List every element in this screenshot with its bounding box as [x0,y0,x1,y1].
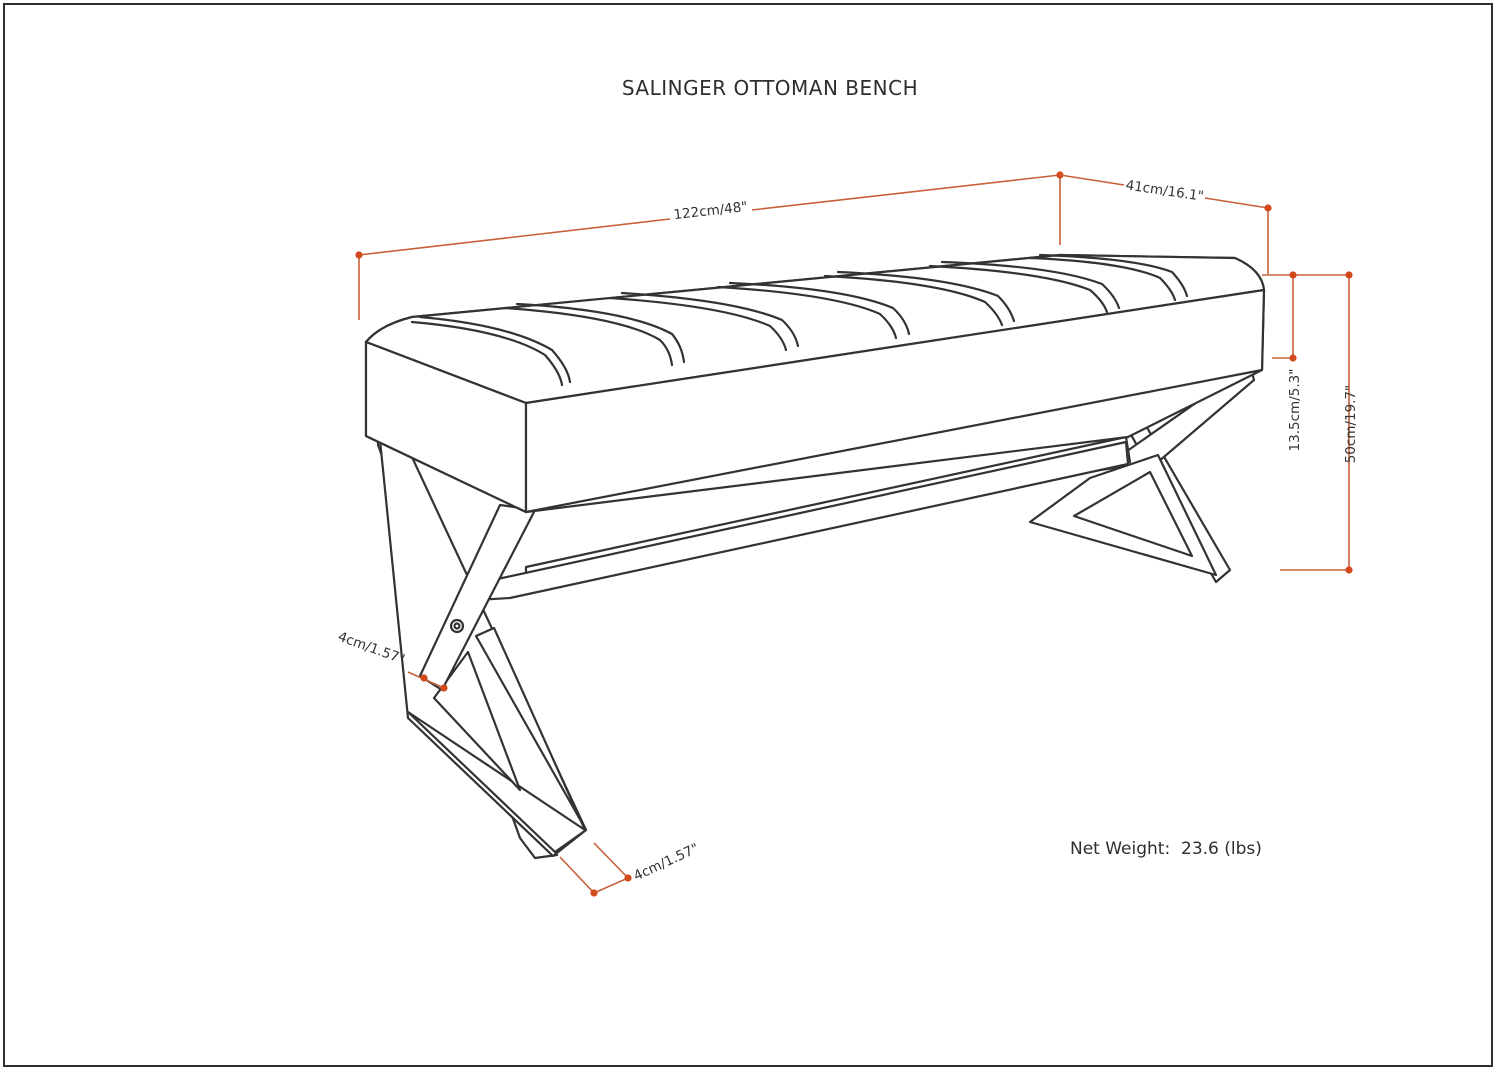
net-weight-label: Net Weight: [1070,839,1171,859]
leg-width-label: 4cm/1.57" [336,629,407,668]
seat-top-point [1289,271,1297,279]
front-left-leg [376,435,588,860]
height-bottom-point [1345,566,1353,574]
leg-width-start-point [420,674,428,682]
leg-depth-start-point [590,889,598,897]
height-label: 50cm/19.7" [1343,385,1359,464]
height-dimension: 50cm/19.7" [1280,271,1359,574]
leg-depth-end-point [624,874,632,882]
seat-bottom-point [1289,354,1297,362]
leg-width-end-point [440,684,448,692]
length-label: 122cm/48" [673,199,749,223]
height-top-point [1345,271,1353,279]
leg-depth-dimension: 4cm/1.57" [559,840,701,897]
net-weight: Net Weight: 23.6 (lbs) [1070,839,1262,859]
diagram-title: SALINGER OTTOMAN BENCH [621,76,919,100]
bench-illustration [364,253,1266,860]
leg-depth-label: 4cm/1.57" [631,840,701,884]
diagram-frame [3,3,1493,1067]
seat-thickness-dimension: 13.5cm/5.3" [1262,271,1350,451]
seat-thickness-label: 13.5cm/5.3" [1287,369,1303,452]
length-start-point [355,251,363,259]
depth-end-point [1264,204,1272,212]
depth-label: 41cm/16.1" [1125,177,1205,204]
bench-cushion [364,253,1266,514]
net-weight-value: 23.6 (lbs) [1181,839,1262,859]
